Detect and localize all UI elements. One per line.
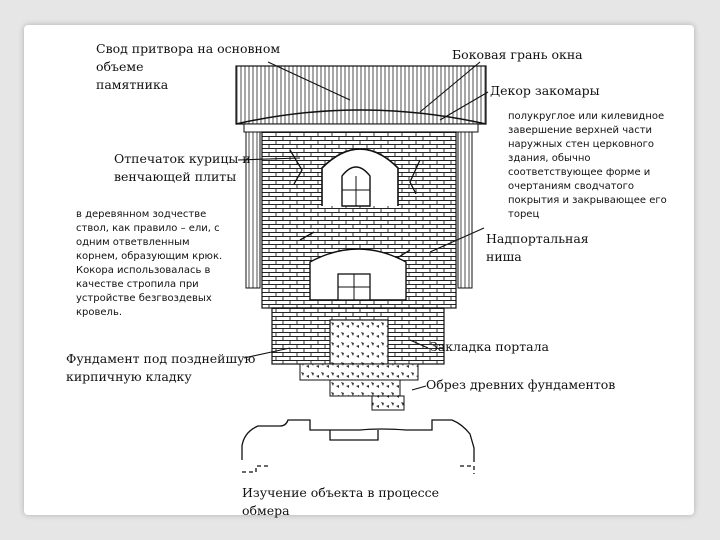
- foundation: [299, 363, 419, 411]
- foundation-label: Фундамент под позднейшую кирпичную кладк…: [66, 351, 256, 384]
- vault-label: Свод притвора на основном объеме памятни…: [96, 41, 281, 92]
- figure-caption: Изучение объекта в процессе обмера: [242, 485, 440, 518]
- cornice: [243, 123, 479, 133]
- portal-niche: [309, 248, 407, 301]
- window-side-label: Боковая грань окна: [452, 47, 583, 62]
- kuritsa-definition: в деревянном зодчестве ствол, как правил…: [76, 209, 223, 318]
- foundation-plan: [241, 419, 475, 474]
- zakomara-label: Декор закомары: [490, 83, 600, 98]
- vault-roof: [235, 65, 487, 125]
- upper-window: [341, 166, 371, 207]
- zakomara-definition: полукруглое или килевидное завершение ве…: [508, 111, 667, 220]
- niche-label: Надпортальная ниша: [486, 231, 589, 264]
- leader-lines: [237, 61, 489, 391]
- old-foundation-label: Обрез древних фундаментов: [426, 377, 616, 392]
- kuritsa-label: Отпечаток курицы и венчающей плиты: [114, 151, 251, 184]
- side-columns: [245, 131, 473, 289]
- portal-label: Закладка портала: [430, 339, 550, 354]
- lower-wall: [271, 307, 445, 365]
